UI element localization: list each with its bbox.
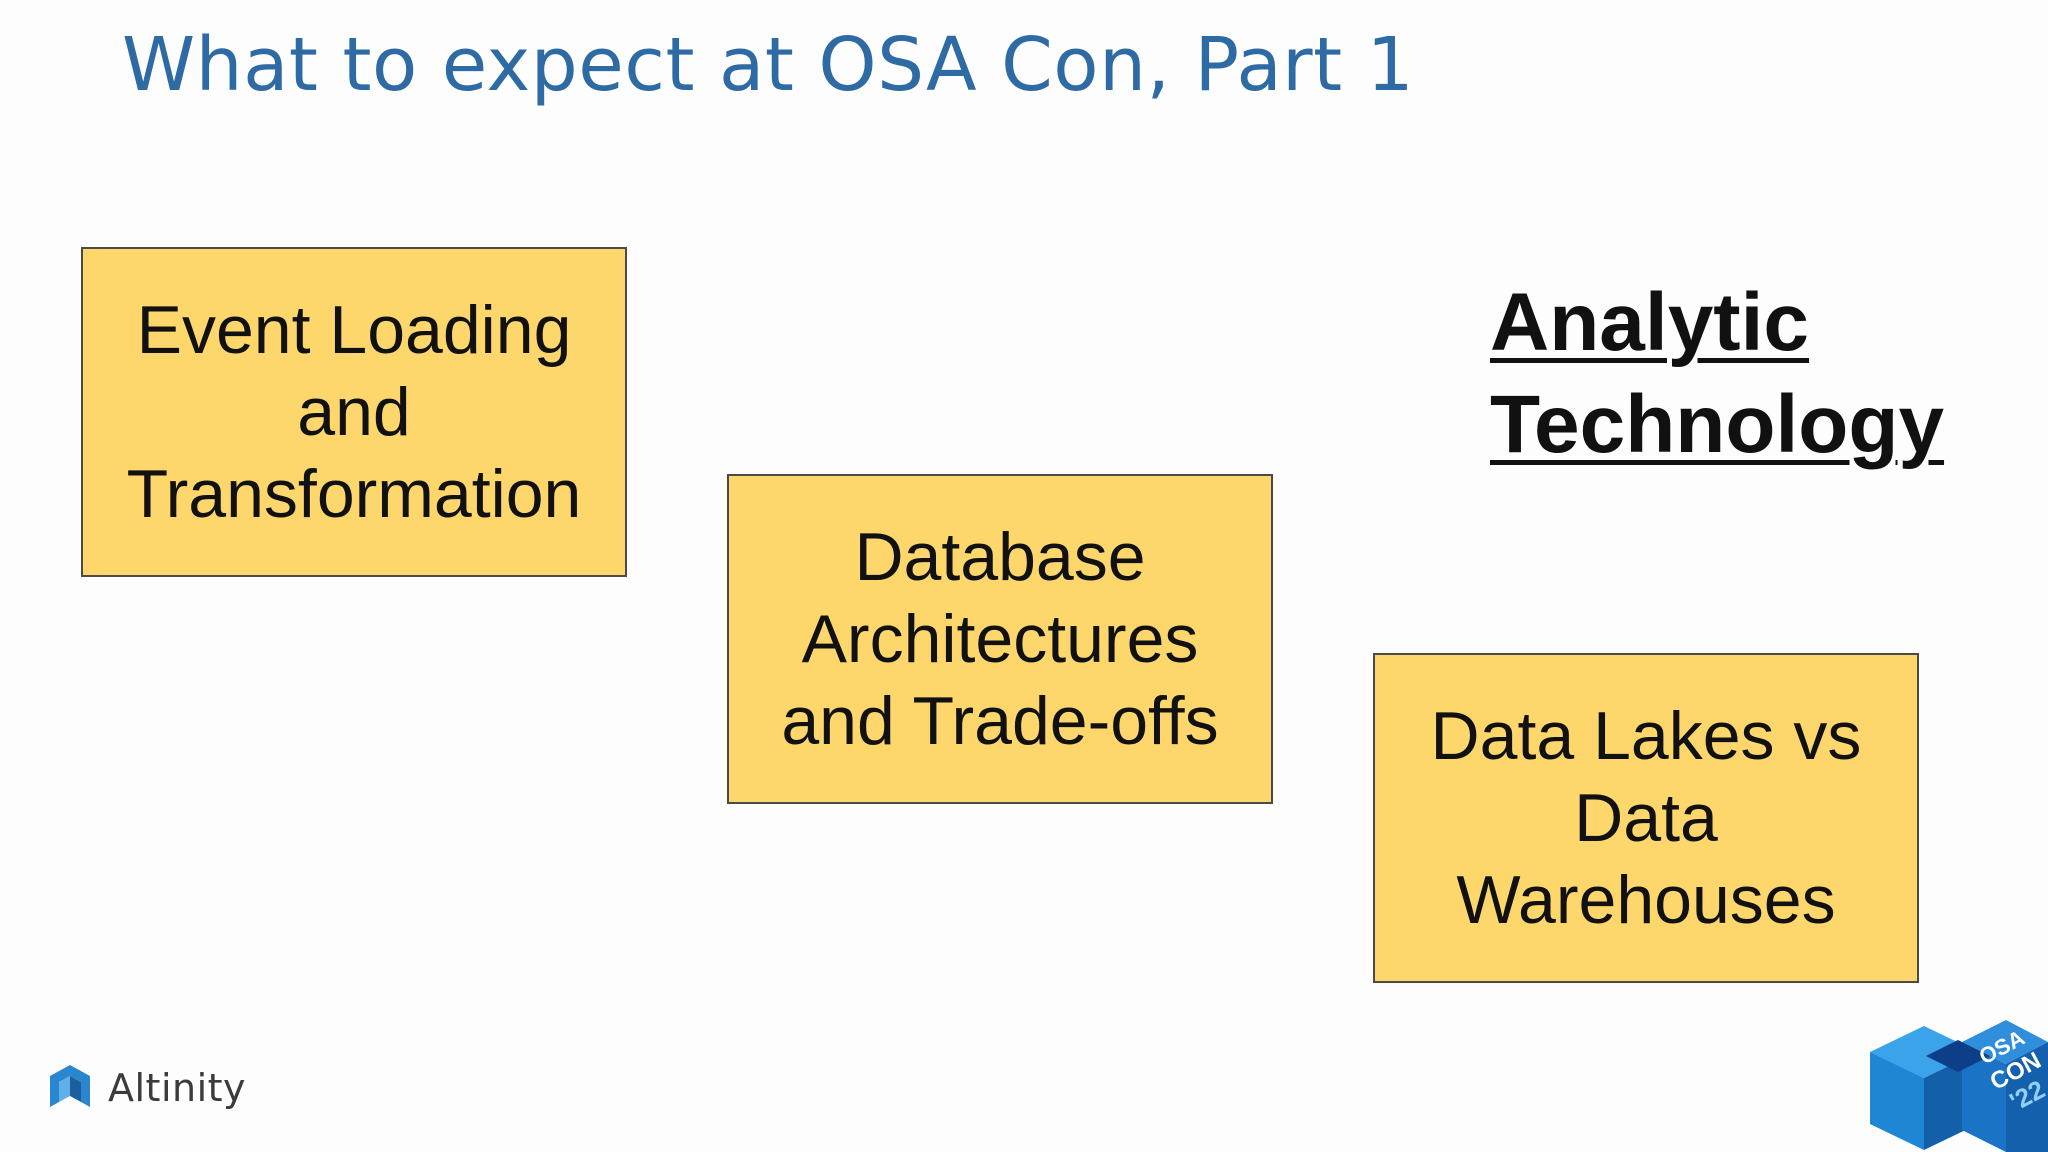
section-heading-line-2: Technology <box>1490 379 1945 470</box>
section-heading-line-1: Analytic <box>1490 277 1809 368</box>
altinity-logo-icon <box>50 1065 90 1107</box>
topic-card-data-lakes: Data Lakes vs Data Warehouses <box>1373 653 1919 983</box>
topic-card-label: Database Architectures and Trade-offs <box>781 519 1219 759</box>
brand-name: Altinity <box>108 1066 247 1110</box>
brand-logo: Altinity <box>48 1063 246 1113</box>
section-heading: Analytic Technology <box>1490 272 1944 476</box>
osacon-22-cube-logo: OSA CON '22 <box>1870 1020 2048 1152</box>
slide-title: What to expect at OSA Con, Part 1 <box>122 22 1415 108</box>
topic-card-label: Data Lakes vs Data Warehouses <box>1430 698 1862 938</box>
topic-card-label: Event Loading and Transformation <box>126 292 582 532</box>
topic-card-event-loading: Event Loading and Transformation <box>81 247 627 577</box>
topic-card-database-architectures: Database Architectures and Trade-offs <box>727 474 1273 804</box>
